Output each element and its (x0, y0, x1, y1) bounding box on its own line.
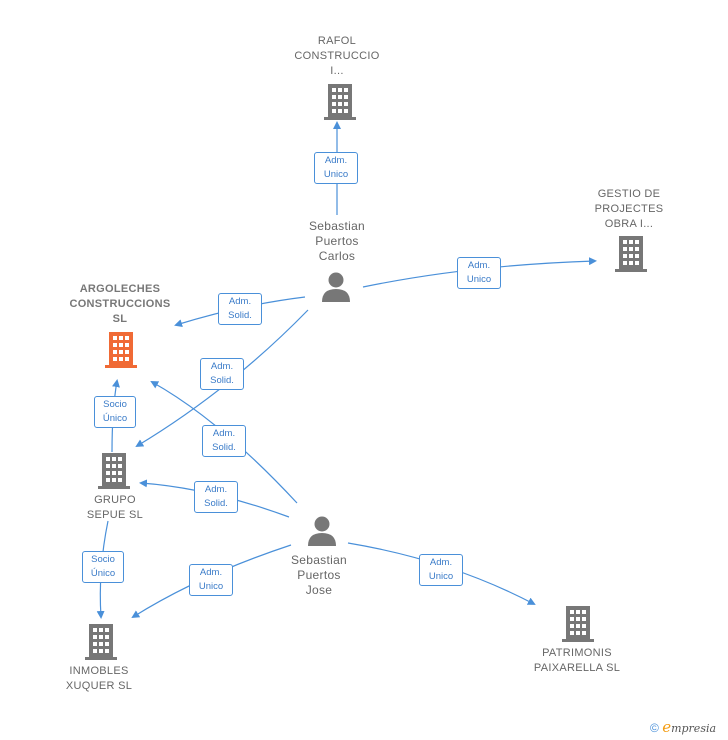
building-main-icon[interactable] (105, 332, 137, 368)
copyright-icon: © (650, 721, 659, 735)
edge-label-carlos-gestio[interactable]: Adm. Unico (457, 257, 501, 289)
footer-brand[interactable]: © empresia (650, 718, 716, 736)
building-icon[interactable] (85, 624, 117, 660)
person-carlos-label[interactable]: Sebastian Puertos Carlos (308, 219, 366, 263)
building-icon[interactable] (324, 84, 356, 120)
building-icon[interactable] (562, 606, 594, 642)
edge-label-jose-grupo[interactable]: Adm. Solid. (194, 481, 238, 513)
node-argoleches-label[interactable]: ARGOLECHES CONSTRUCCIONS SL (69, 283, 171, 325)
edge-label-jose-patrimonis[interactable]: Adm. Unico (419, 554, 463, 586)
person-icon[interactable] (306, 516, 338, 546)
edge-label-grupo-argoleches[interactable]: Socio Único (94, 396, 136, 428)
edge-label-grupo-inmobles[interactable]: Socio Único (82, 551, 124, 583)
edge-label-carlos-grupo[interactable]: Adm. Solid. (200, 358, 244, 390)
building-icon[interactable] (615, 236, 647, 272)
person-jose-label[interactable]: Sebastian Puertos Jose (290, 553, 348, 597)
edge-label-carlos-rafol[interactable]: Adm. Unico (314, 152, 358, 184)
node-patrimonis-label[interactable]: PATRIMONIS PAIXARELLA SL (533, 647, 621, 674)
building-icon[interactable] (98, 453, 130, 489)
person-icon[interactable] (320, 272, 352, 302)
node-gestio-label[interactable]: GESTIO DE PROJECTES OBRA I... (594, 188, 664, 230)
edge-label-jose-argoleches[interactable]: Adm. Solid. (202, 425, 246, 457)
node-rafol-label[interactable]: RAFOL CONSTRUCCIO I... (294, 35, 380, 77)
node-inmobles-label[interactable]: INMOBLES XUQUER SL (65, 665, 133, 692)
brand-name: mpresia (671, 722, 717, 735)
edge-label-carlos-argoleches[interactable]: Adm. Solid. (218, 293, 262, 325)
node-grupo-label[interactable]: GRUPO SEPUE SL (86, 494, 144, 521)
edge-label-jose-inmobles[interactable]: Adm. Unico (189, 564, 233, 596)
brand-logo-initial: e (662, 718, 672, 736)
